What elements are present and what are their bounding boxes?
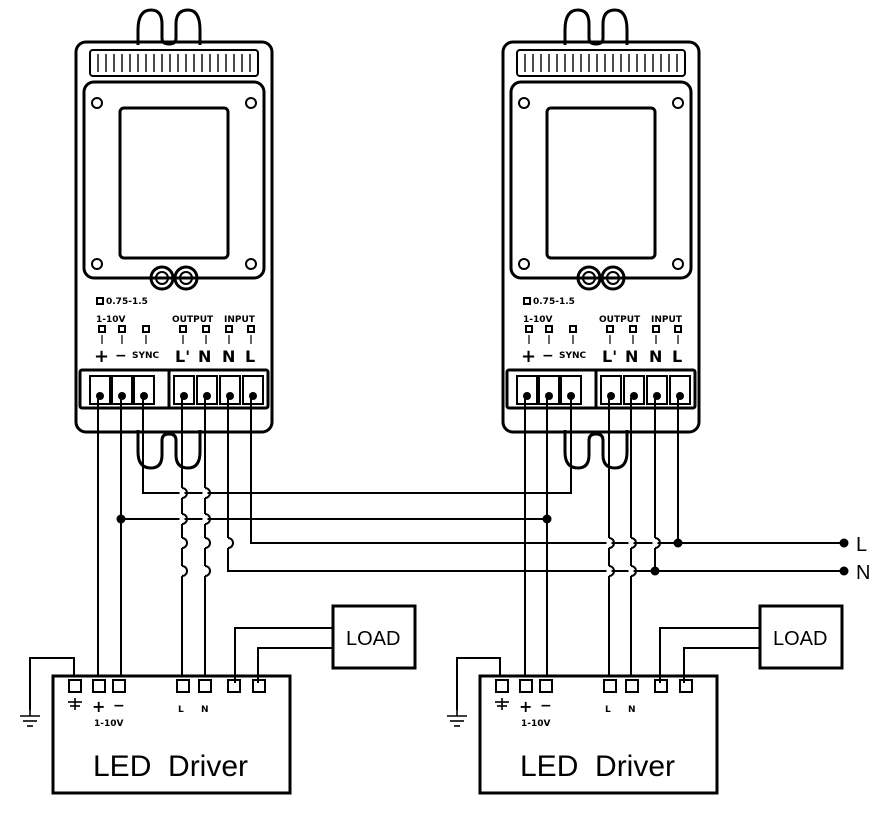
led-driver-1: + − 1-10V L N LED Driver bbox=[20, 674, 292, 795]
dim-label: 1-10V bbox=[523, 315, 553, 325]
dim-label: 1-10V bbox=[96, 315, 126, 325]
terminal-plus: + bbox=[521, 346, 536, 367]
driver-minus: − bbox=[540, 698, 552, 714]
driver-neutral: N bbox=[201, 705, 209, 715]
motion-sensor-1 bbox=[74, 8, 274, 470]
led-driver-2: + − 1-10V L N LED Driver bbox=[447, 674, 719, 795]
terminal-n-in: N bbox=[222, 347, 235, 366]
driver-neutral: N bbox=[628, 705, 636, 715]
terminal-l-in: L bbox=[245, 347, 255, 366]
driver-line: L bbox=[605, 705, 611, 715]
driver-dim-label: 1-10V bbox=[521, 719, 551, 729]
terminal-plus: + bbox=[94, 346, 109, 367]
ground-icon bbox=[20, 710, 40, 727]
terminal-n-out: N bbox=[198, 347, 211, 366]
output-label: OUTPUT bbox=[599, 315, 641, 325]
sensor-1-labels: 0.75-1.5 1-10V OUTPUT INPUT + − SYNC L' … bbox=[94, 297, 256, 367]
load-box-2: LOAD bbox=[758, 604, 844, 670]
neutral-label: N bbox=[856, 562, 870, 584]
ground-icon bbox=[447, 710, 467, 727]
terminal-n-out: N bbox=[625, 347, 638, 366]
load-label: LOAD bbox=[346, 628, 400, 650]
terminal-minus: − bbox=[542, 348, 554, 364]
terminal-minus: − bbox=[115, 348, 127, 364]
driver-minus: − bbox=[113, 698, 125, 714]
terminal-sync: SYNC bbox=[132, 351, 160, 361]
terminal-l-out: L' bbox=[602, 347, 617, 366]
driver-plus: + bbox=[92, 697, 105, 716]
terminal-n-in: N bbox=[649, 347, 662, 366]
driver-plus: + bbox=[519, 697, 532, 716]
wire-gauge-label: 0.75-1.5 bbox=[533, 297, 575, 307]
wire-gauge-label: 0.75-1.5 bbox=[106, 297, 148, 307]
terminal-l-in: L bbox=[672, 347, 682, 366]
driver-name: LED Driver bbox=[93, 750, 248, 783]
terminal-l-out: L' bbox=[175, 347, 190, 366]
terminal-sync: SYNC bbox=[559, 351, 587, 361]
driver-name: LED Driver bbox=[520, 750, 675, 783]
load-label: LOAD bbox=[773, 628, 827, 650]
driver-dim-label: 1-10V bbox=[94, 719, 124, 729]
line-label: L bbox=[856, 534, 867, 556]
sensor-2-labels: 0.75-1.5 1-10V OUTPUT INPUT + − SYNC L' … bbox=[521, 297, 683, 367]
driver-line: L bbox=[178, 705, 184, 715]
input-label: INPUT bbox=[224, 315, 256, 325]
motion-sensor-2 bbox=[501, 8, 701, 470]
input-label: INPUT bbox=[651, 315, 683, 325]
load-box-1: LOAD bbox=[331, 604, 417, 670]
output-label: OUTPUT bbox=[172, 315, 214, 325]
